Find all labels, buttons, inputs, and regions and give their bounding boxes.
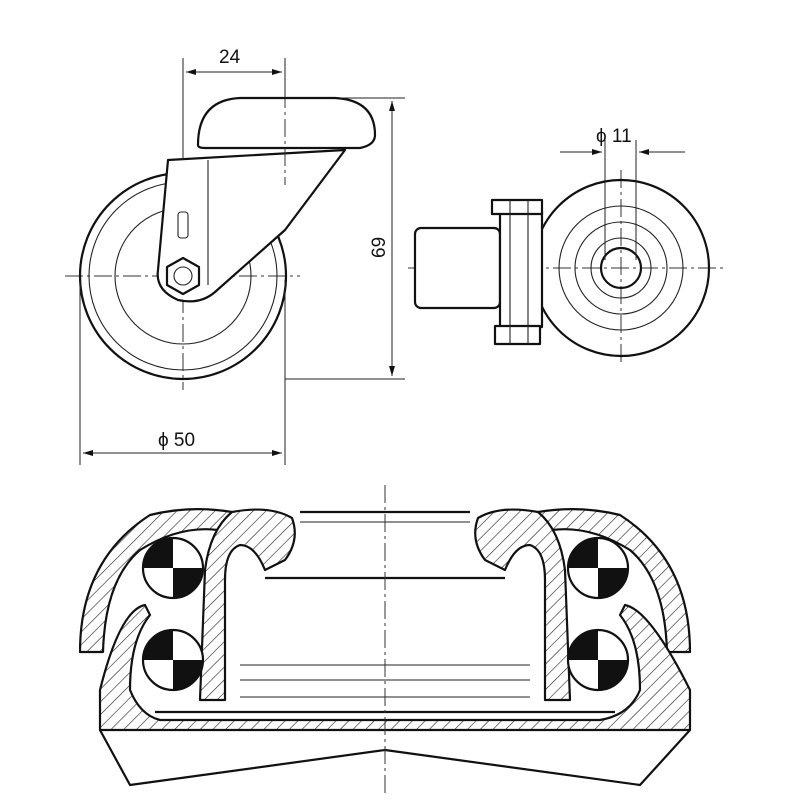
axle — [173, 266, 193, 286]
bracket-side — [498, 210, 544, 329]
stem — [413, 226, 502, 310]
bearing-balls — [141, 536, 630, 692]
bolt-head — [490, 198, 544, 216]
dimension-69: 69 — [285, 97, 405, 380]
ball — [566, 536, 630, 600]
slot — [177, 211, 189, 239]
end-view — [408, 170, 725, 365]
bolt-nut — [493, 324, 542, 346]
race-right — [474, 508, 572, 702]
dimension-bore-label: ϕ 11 — [596, 126, 632, 147]
race-left — [198, 508, 296, 702]
ball — [141, 536, 205, 600]
bore — [599, 246, 643, 290]
section-view — [78, 485, 692, 795]
dimension-height-label: 69 — [369, 237, 390, 258]
ball — [141, 628, 205, 692]
dimension-24: 24 — [182, 47, 286, 160]
ball — [566, 628, 630, 692]
axle-nut — [165, 256, 201, 296]
bottom-plate — [99, 729, 691, 787]
dimension-50: ϕ 50 — [79, 280, 286, 465]
dimension-wheel-diameter-label: ϕ 50 — [158, 430, 195, 451]
hub-lower — [98, 603, 692, 732]
top-plate — [196, 96, 377, 150]
dimension-11: ϕ 11 — [560, 126, 685, 260]
bracket — [156, 148, 347, 303]
dimension-offset-label: 24 — [219, 47, 241, 68]
side-view — [65, 90, 377, 390]
